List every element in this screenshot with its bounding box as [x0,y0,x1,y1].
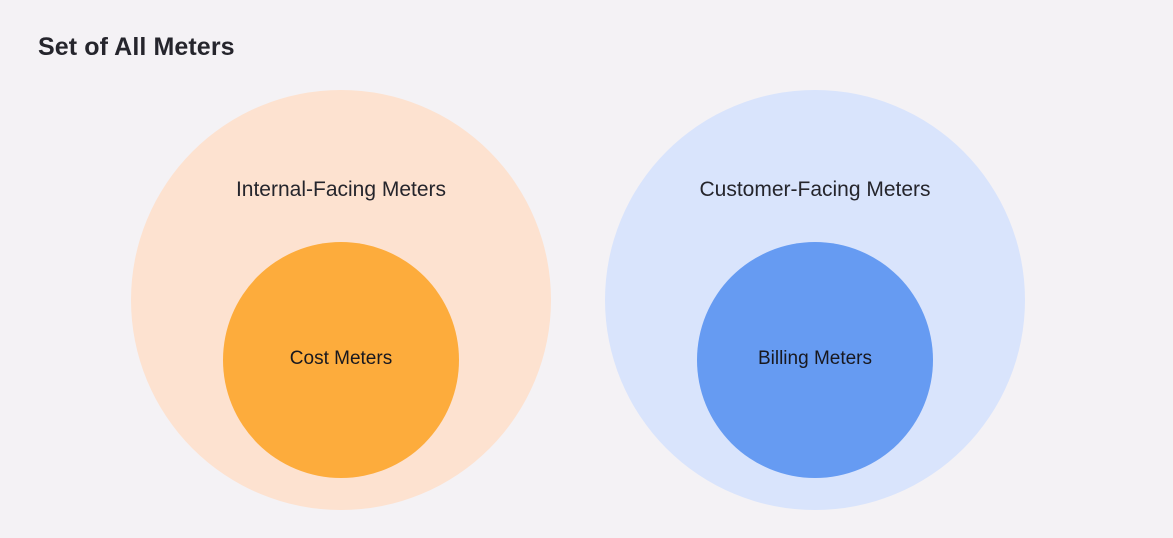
inner-set-label-cost-meters: Cost Meters [289,348,393,369]
set-group-customer-facing: Customer-Facing Meters Billing Meters [605,90,1025,510]
page-title: Set of All Meters [38,33,235,61]
set-group-internal-facing: Internal-Facing Meters Cost Meters [131,90,551,510]
inner-set-circle-cost-meters [223,242,459,478]
outer-set-label-customer-facing: Customer-Facing Meters [699,178,931,201]
inner-set-circle-billing-meters [697,242,933,478]
inner-set-label-billing-meters: Billing Meters [757,348,873,369]
outer-set-label-internal-facing: Internal-Facing Meters [235,178,447,201]
